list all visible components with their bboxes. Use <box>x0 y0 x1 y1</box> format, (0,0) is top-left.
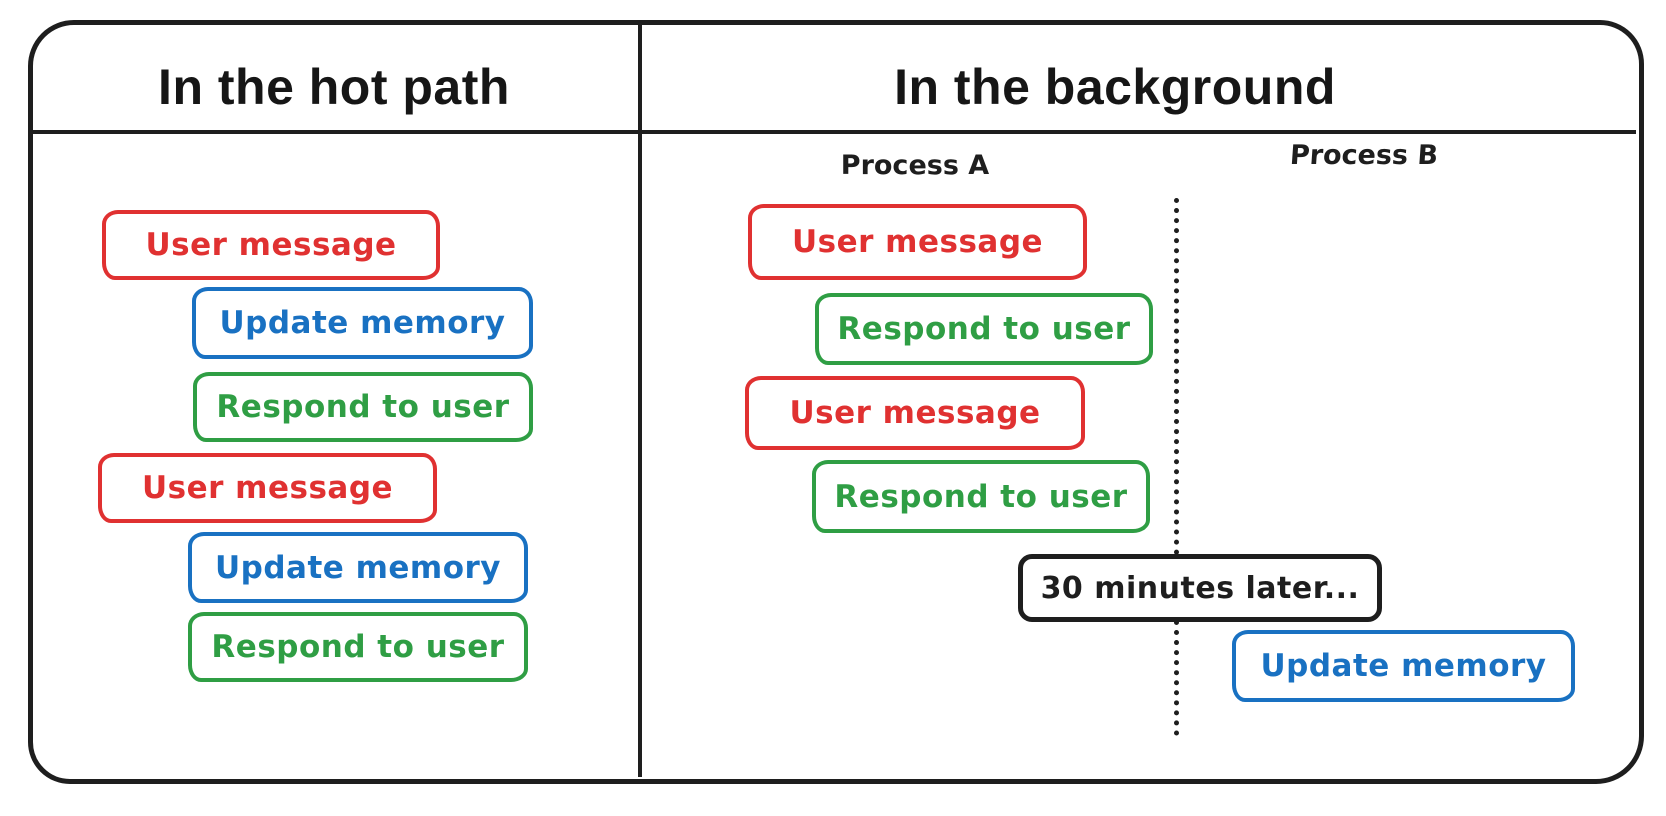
hot-path-box-user-message-1: User message <box>102 210 440 280</box>
hot-path-box-update-memory-2: Update memory <box>188 532 528 603</box>
process-a-box-user-message-1: User message <box>748 204 1087 280</box>
hot-path-box-user-message-2: User message <box>98 453 437 523</box>
hot-path-box-respond-to-user-2: Respond to user <box>188 612 528 682</box>
hot-path-title: In the hot path <box>158 59 510 115</box>
process-b-box-update-memory: Update memory <box>1232 630 1575 702</box>
outer-frame <box>28 20 1644 784</box>
panel-divider <box>638 22 642 777</box>
header-separator <box>30 130 1636 134</box>
process-a-box-respond-to-user-2: Respond to user <box>812 460 1150 533</box>
process-a-box-respond-to-user-1: Respond to user <box>815 293 1153 365</box>
hot-path-box-update-memory-1: Update memory <box>192 287 533 359</box>
process-b-label: Process B <box>1288 140 1440 171</box>
hot-path-box-respond-to-user-1: Respond to user <box>193 372 533 442</box>
process-a-box-user-message-2: User message <box>745 376 1085 450</box>
process-divider-dotted-line <box>1174 198 1179 736</box>
process-a-label: Process A <box>840 150 990 181</box>
background-title: In the background <box>894 59 1336 115</box>
timeline-note-box: 30 minutes later... <box>1018 554 1382 622</box>
